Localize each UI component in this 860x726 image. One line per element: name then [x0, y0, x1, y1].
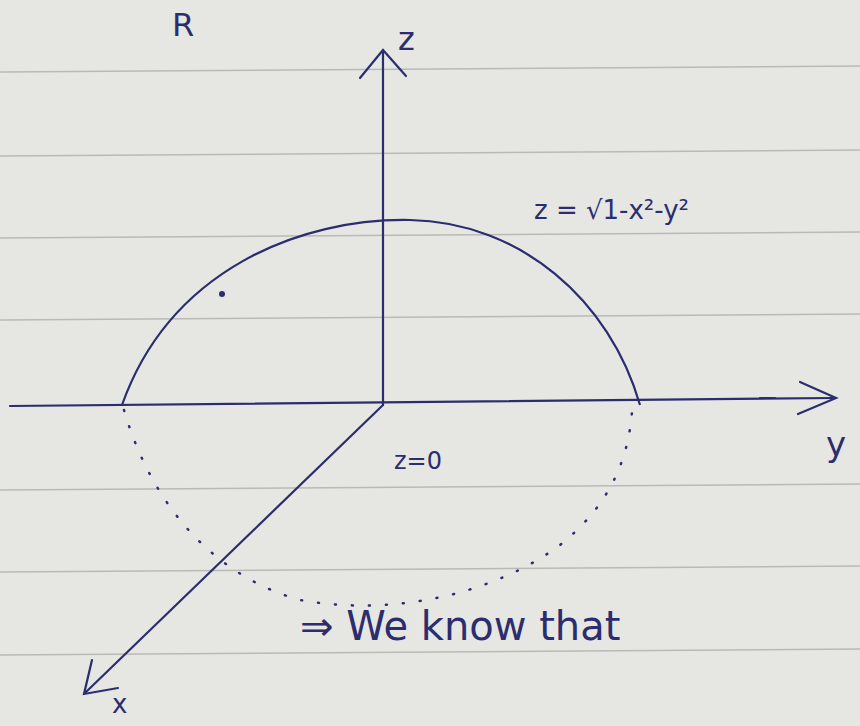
- plane-equation: z=0: [394, 448, 442, 474]
- axis-label: x: [112, 690, 127, 719]
- region-name: R: [172, 8, 194, 43]
- axis-label: z: [398, 22, 415, 57]
- ruled-lines: [0, 66, 860, 655]
- axis-label: y: [826, 426, 846, 463]
- axes: [10, 50, 836, 694]
- ink-dot: [219, 291, 225, 297]
- surface-equation: z = √1-x²-y²: [534, 196, 689, 225]
- note-text: ⇒ We know that: [300, 604, 620, 648]
- hemisphere-arc: [122, 220, 640, 405]
- dotted-base-circle: [124, 410, 632, 606]
